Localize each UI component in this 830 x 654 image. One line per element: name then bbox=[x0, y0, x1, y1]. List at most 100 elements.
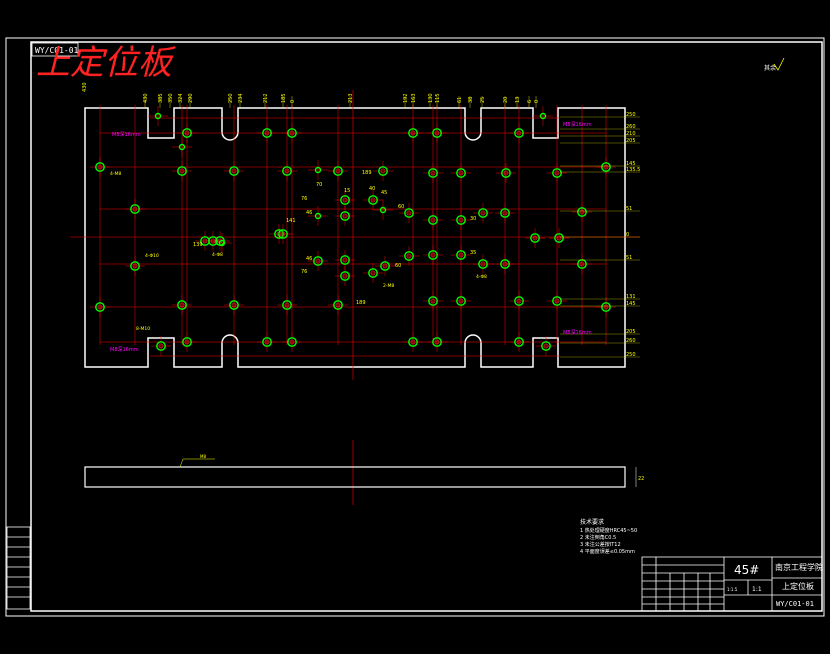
note-bottom-right: M8深16mm bbox=[563, 329, 592, 336]
hole bbox=[95, 162, 105, 172]
note-top-left: M8深16mm bbox=[112, 131, 141, 138]
mid-dim-label: 139 bbox=[193, 242, 203, 248]
hole-callout: 4-M8 bbox=[110, 171, 121, 177]
hole bbox=[428, 296, 438, 306]
hole bbox=[340, 271, 350, 281]
top-dim-label: 0 bbox=[290, 100, 296, 103]
mid-dim-label: 70 bbox=[316, 182, 322, 188]
hole-inner bbox=[458, 298, 464, 304]
hole bbox=[500, 259, 510, 269]
hole bbox=[314, 212, 322, 220]
right-dim-label: 250 bbox=[626, 112, 636, 118]
left-margin-block bbox=[6, 526, 31, 610]
tech-req-item-3: 3 未注公差按IT12 bbox=[580, 541, 621, 548]
hole-inner bbox=[342, 213, 348, 219]
hole-inner bbox=[315, 258, 321, 264]
side-view-leader bbox=[179, 458, 215, 468]
hole-inner bbox=[231, 168, 237, 174]
note-top-right: M8深16mm bbox=[563, 121, 592, 128]
hole-inner bbox=[458, 217, 464, 223]
hole-inner bbox=[406, 253, 412, 259]
hole bbox=[408, 337, 418, 347]
hole bbox=[428, 215, 438, 225]
title-block-material: 45# bbox=[734, 563, 759, 577]
hole-inner bbox=[335, 168, 341, 174]
hole-inner bbox=[382, 263, 388, 269]
hole-inner bbox=[410, 339, 416, 345]
right-dim-label: 250 bbox=[626, 352, 636, 358]
hole bbox=[182, 128, 192, 138]
hole bbox=[539, 112, 547, 120]
top-dim-label: 385 bbox=[158, 93, 164, 103]
tech-req-title: 技术要求 bbox=[580, 518, 604, 526]
hole bbox=[340, 195, 350, 205]
hole bbox=[278, 229, 288, 239]
hole-inner bbox=[158, 343, 164, 349]
hole bbox=[530, 233, 540, 243]
hole-inner bbox=[284, 168, 290, 174]
hole-inner bbox=[502, 261, 508, 267]
hole-inner bbox=[480, 210, 486, 216]
mid-dim-label: 40 bbox=[369, 186, 375, 192]
mid-dim-label: 76 bbox=[301, 269, 307, 275]
mid-dim-label: 30 bbox=[470, 216, 476, 222]
hole-inner bbox=[579, 261, 585, 267]
mid-dim-label: 35 bbox=[470, 250, 476, 256]
top-dim-label: 13 bbox=[515, 97, 521, 103]
top-dim-label: 163 bbox=[411, 93, 417, 103]
hole bbox=[208, 236, 218, 246]
hole bbox=[577, 207, 587, 217]
top-dim-label: 38 bbox=[468, 97, 474, 103]
hole bbox=[178, 143, 186, 151]
hole bbox=[456, 215, 466, 225]
hole-inner bbox=[503, 170, 509, 176]
hole-inner bbox=[556, 235, 562, 241]
hole bbox=[340, 255, 350, 265]
hole-inner bbox=[342, 197, 348, 203]
hole bbox=[601, 162, 611, 172]
hole-inner bbox=[480, 261, 486, 267]
tech-requirements: 技术要求 1 热处理硬度HRC45~50 2 未注倒角C0.5 3 未注公差按I… bbox=[580, 518, 637, 555]
hole bbox=[478, 208, 488, 218]
hole bbox=[333, 300, 343, 310]
right-dim-label: 135.5 bbox=[626, 167, 640, 173]
top-dim-label: 213 bbox=[348, 93, 354, 103]
drawing-number-tag bbox=[31, 42, 79, 57]
hole-inner bbox=[370, 197, 376, 203]
top-dim-label: 0 bbox=[534, 100, 540, 103]
hole-callout: 8-M10 bbox=[136, 326, 150, 332]
hole bbox=[177, 300, 187, 310]
mid-dim-label: 189 bbox=[362, 170, 372, 176]
hole bbox=[456, 250, 466, 260]
side-view bbox=[84, 466, 626, 488]
hole bbox=[552, 168, 562, 178]
surface-roughness-note: 其余 bbox=[764, 64, 776, 72]
hole-inner bbox=[516, 298, 522, 304]
surface-roughness-symbol bbox=[773, 57, 785, 71]
hole-inner bbox=[264, 130, 270, 136]
hole-inner bbox=[554, 170, 560, 176]
hole bbox=[541, 341, 551, 351]
hole bbox=[333, 166, 343, 176]
right-dim-label: 260 bbox=[626, 338, 636, 344]
top-dim-label: 130 bbox=[428, 93, 434, 103]
hole-inner bbox=[179, 168, 185, 174]
magenta-notes: M8深16mm M8深16mm M8深16mm M8深16mm bbox=[110, 121, 592, 353]
hole bbox=[514, 296, 524, 306]
title-block-scale: 1:1 bbox=[752, 586, 762, 593]
hole bbox=[432, 337, 442, 347]
mid-dim-label: 60 bbox=[395, 263, 401, 269]
right-dim-label: 145 bbox=[626, 161, 636, 167]
top-dim-label: 20 bbox=[503, 97, 509, 103]
note-bottom-left: M8深16mm bbox=[110, 346, 139, 353]
top-dim-label: 430 bbox=[82, 82, 88, 92]
right-dim-label: 131 bbox=[626, 294, 636, 300]
side-view-callout: M8 bbox=[200, 454, 206, 459]
hole bbox=[274, 229, 284, 239]
hole-inner bbox=[210, 238, 216, 244]
title-block-part-name: 上定位板 bbox=[782, 581, 814, 591]
hole bbox=[428, 168, 438, 178]
hole bbox=[514, 128, 524, 138]
